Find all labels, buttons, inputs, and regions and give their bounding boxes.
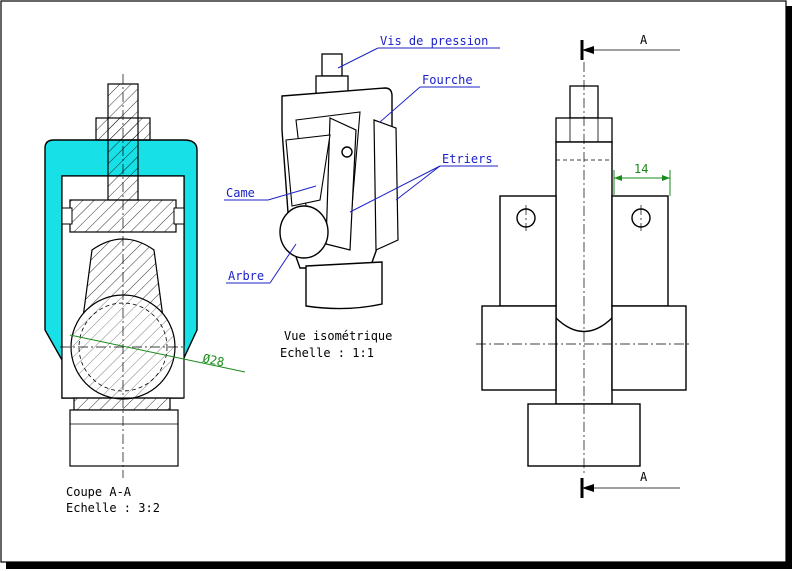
came-leader (267, 185, 317, 201)
etriers-leader-1 (349, 165, 441, 213)
right-pin (173, 207, 185, 225)
base-section (69, 409, 179, 467)
front-stirrup-right (611, 195, 669, 307)
label-arbre: Arbre (228, 269, 264, 283)
cut-label-top: A (640, 33, 648, 47)
iso-stirrup-right (373, 119, 399, 251)
iso-cam (285, 134, 331, 207)
cut-label-bottom: A (640, 470, 648, 484)
dim-14-arrow-right (662, 175, 670, 181)
iso-scale: Echelle : 1:1 (280, 346, 374, 360)
front-shaft-right (611, 305, 687, 391)
left-pin (61, 207, 73, 225)
iso-base (305, 261, 383, 310)
iso-shaft (279, 205, 329, 259)
label-came: Came (226, 186, 255, 200)
bottom-plate (73, 397, 171, 411)
label-etriers: Etriers (442, 152, 493, 166)
label-vis-de-pression: Vis de pression (380, 34, 488, 48)
cut-arrow-top-head (582, 46, 594, 54)
isometric-view: Vue isométrique Echelle : 1:1 (279, 53, 399, 360)
front-view: A A 14 (476, 33, 692, 498)
iso-pin-hole (341, 146, 353, 158)
iso-title: Vue isométrique (284, 329, 392, 343)
etriers-leader-2 (395, 165, 441, 201)
front-stirrup-left (499, 195, 557, 307)
front-shaft-left (481, 305, 557, 391)
section-title: Coupe A-A (66, 485, 132, 499)
part-labels: Vis de pression Fourche Etriers Came Arb… (224, 34, 500, 284)
fourche-leader (379, 86, 421, 123)
diameter-label: Ø28 (201, 351, 225, 369)
diameter-leader (69, 334, 246, 373)
iso-stirrup-front (325, 117, 357, 251)
vis-leader (337, 47, 379, 69)
section-view: Ø28 Coupe A-A Echelle : 3:2 (44, 74, 246, 515)
iso-screw (321, 53, 343, 77)
dim-14-label: 14 (634, 162, 648, 176)
arbre-leader (269, 243, 297, 284)
dim-14-arrow-left (614, 175, 622, 181)
column-cam-curve (555, 317, 613, 333)
cut-arrow-bottom-head (582, 484, 594, 492)
section-scale: Echelle : 3:2 (66, 501, 160, 515)
shaft-hidden-circle (78, 302, 168, 392)
label-fourche: Fourche (422, 73, 473, 87)
